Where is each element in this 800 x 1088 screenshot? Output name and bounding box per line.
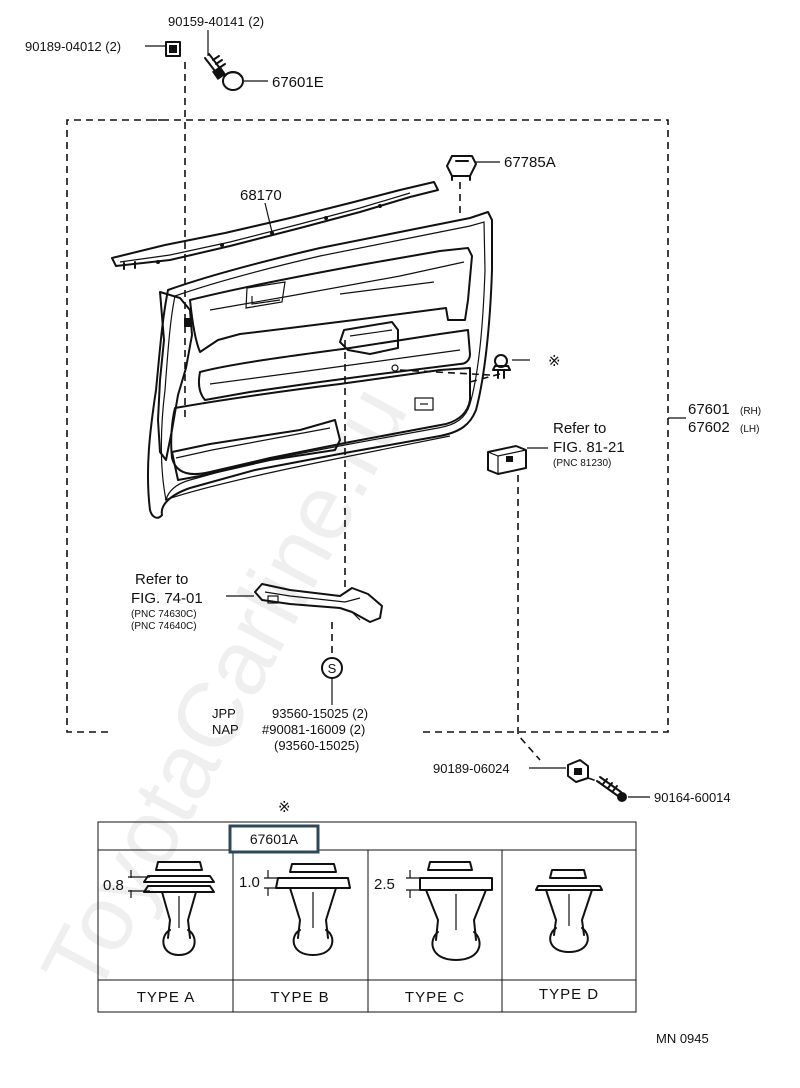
label-93560-15025: 93560-15025 (2) [272,706,368,721]
label-ref-handle-2: FIG. 74-01 [131,590,203,607]
label-ref-handle-1: Refer to [135,571,188,588]
label-67601E: 67601E [272,74,324,91]
bolt-90159-40141-drawing [204,53,226,80]
label-ref-switch-pnc: (PNC 81230) [553,458,611,469]
screw-s-symbol: S [321,657,343,679]
type-d-label: TYPE D [539,986,599,1003]
screw-90164-60014-drawing [596,776,627,802]
table-symbol: ※ [278,799,291,816]
type-b-label: TYPE B [270,989,329,1006]
dim-type-c: 2.5 [374,876,395,893]
label-67601: 67601 [688,401,730,418]
dim-type-a: 0.8 [103,877,124,894]
label-ref-switch-1: Refer to [553,420,606,437]
label-nap: NAP [212,722,239,737]
clip-type-b-drawing [275,863,351,956]
label-clip-symbol: ※ [548,353,561,370]
table-part-number: 67601A [250,831,299,847]
clip-type-c-drawing [419,861,493,961]
label-67602-side: (LH) [740,424,759,435]
dim-type-b: 1.0 [239,874,260,891]
label-90081-16009: #90081-16009 (2) [262,722,365,737]
label-ref-handle-pnc1: (PNC 74630C) [131,609,197,620]
label-93560-paren: (93560-15025) [274,738,359,753]
label-ref-handle-pnc2: (PNC 74640C) [131,621,197,632]
label-68170: 68170 [240,187,282,204]
screw-90189-06024-drawing [567,759,589,783]
label-90189-04012: 90189-04012 (2) [25,39,121,54]
window-switch-drawing [487,445,527,475]
cap-67601E-drawing [222,71,244,91]
label-jpp: JPP [212,706,236,721]
footer-code: MN 0945 [656,1031,709,1046]
clip-type-d-drawing [535,869,603,953]
svg-text:S: S [328,661,337,676]
clip-type-table: ※ 67601A [97,799,637,1013]
label-67785A: 67785A [504,154,556,171]
assembly-frame [66,119,669,733]
label-90189-06024: 90189-06024 [433,761,510,776]
weatherstrip-68170-drawing [111,181,439,270]
type-a-label: TYPE A [137,989,196,1006]
label-ref-switch-2: FIG. 81-21 [553,439,625,456]
label-67601-side: (RH) [740,406,761,417]
pull-handle-drawing [254,583,383,623]
bracket-67785A-drawing [446,155,477,181]
clip-type-a-drawing [143,861,215,956]
label-90159-40141: 90159-40141 (2) [168,14,264,29]
screw-90189-04012-drawing [165,41,181,57]
watermark: ToyotaCarline.ru [23,370,428,1009]
type-c-label: TYPE C [405,989,465,1006]
door-trim-panel-drawing [146,211,493,519]
label-90164-60014: 90164-60014 [654,790,731,805]
label-67602: 67602 [688,419,730,436]
